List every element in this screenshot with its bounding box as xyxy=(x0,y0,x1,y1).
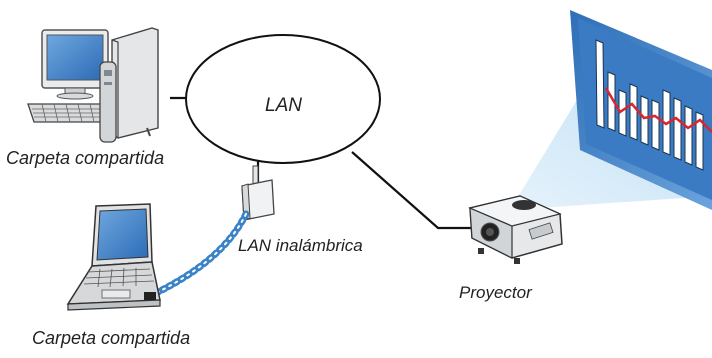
laptop-shared-folder-caption: Carpeta compartida xyxy=(32,328,191,348)
screen-chart-bars xyxy=(595,39,704,171)
desktop-shared-folder-caption: Carpeta compartida xyxy=(6,148,165,168)
laptop-icon xyxy=(66,203,161,311)
screen-chart-line xyxy=(604,87,712,133)
projector-lan-link xyxy=(351,151,472,230)
wireless-lan-label: LAN inalámbrica xyxy=(238,236,363,255)
projection-screen-icon xyxy=(570,10,712,210)
lan-ellipse xyxy=(185,34,381,164)
projector-caption: Proyector xyxy=(459,283,532,302)
desktop-computer-icon xyxy=(27,27,159,143)
lan-label: LAN xyxy=(265,95,302,116)
wireless-access-point-icon xyxy=(241,165,275,221)
wireless-signal-waves xyxy=(146,210,250,300)
projector-icon xyxy=(468,195,563,264)
